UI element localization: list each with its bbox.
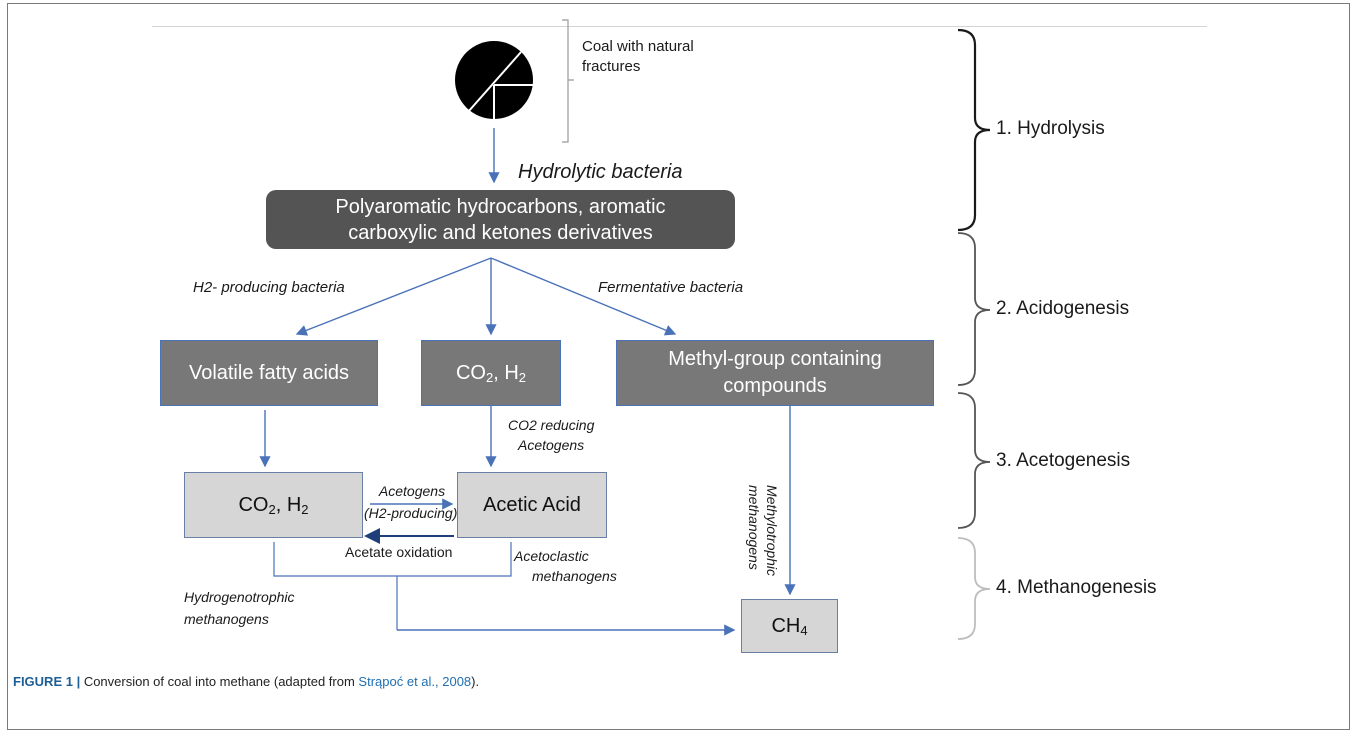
figure-caption: FIGURE 1 | Conversion of coal into metha… (13, 674, 479, 689)
poly-line2: carboxylic and ketones derivatives (348, 221, 653, 244)
coal-label-line1: Coal with natural (582, 38, 694, 55)
hydrolytic-bacteria-label: Hydrolytic bacteria (518, 161, 683, 183)
co2h2-top-main: CO (455, 361, 486, 384)
co2h2-top-sep: , H (493, 361, 519, 384)
ch4-sub: 4 (800, 622, 808, 638)
caption-end: ). (471, 674, 480, 689)
acetate-oxidation-label: Acetate oxidation (345, 544, 453, 560)
brace-methanogenesis (957, 537, 991, 640)
h2-producing-bacteria-label: H2- producing bacteria (193, 279, 345, 296)
acetogens-line1: Acetogens (378, 483, 446, 499)
poly-line1: Polyaromatic hydrocarbons, aromatic (335, 195, 666, 218)
arrow-poly-to-methyl (490, 257, 677, 336)
co2-reducing-line2: Acetogens (518, 437, 585, 453)
coal-bracket (562, 19, 574, 143)
volatile-fatty-acids-box: Volatile fatty acids (160, 340, 378, 406)
co2h2-bottom-sub: 2 (268, 501, 276, 517)
arrow-poly-to-vfa (295, 257, 492, 336)
hydrogenotrophic-line1: Hydrogenotrophic (184, 589, 295, 605)
methyl-line2: compounds (723, 375, 827, 397)
polyaromatic-box: Polyaromatic hydrocarbons, aromatic carb… (266, 190, 735, 249)
coal-label-line2: fractures (582, 58, 641, 75)
methyl-group-box: Methyl-group containing compounds (616, 340, 934, 406)
methylotrophic-line2: methanogens (746, 485, 762, 570)
stage-acidogenesis: 2. Acidogenesis (996, 298, 1130, 319)
bottom-connector (273, 542, 512, 577)
caption-text: Conversion of coal into methane (adapted… (80, 674, 359, 689)
stage-methanogenesis: 4. Methanogenesis (996, 577, 1157, 598)
acetogens-line2: (H2-producing) (364, 505, 458, 521)
acetoclastic-methanogens-label: Acetoclastic methanogens (514, 546, 617, 586)
fermentative-bacteria-label: Fermentative bacteria (598, 279, 744, 296)
co2-reducing-acetogens-label: CO2 reducing Acetogens (508, 415, 594, 455)
methylotrophic-line1: Methylotrophic (764, 485, 780, 577)
brace-acidogenesis (957, 232, 991, 386)
acetoclastic-line1: Acetoclastic (514, 548, 589, 564)
figure-frame (7, 3, 1350, 730)
acetoclastic-line2: methanogens (532, 568, 617, 584)
methyl-line1: Methyl-group containing (668, 348, 882, 370)
stage-hydrolysis: 1. Hydrolysis (996, 118, 1105, 139)
caption-figure-number: FIGURE 1 | (13, 674, 81, 689)
acetogens-label: Acetogens (H2-producing) (364, 480, 457, 524)
ch4-main: CH (771, 614, 801, 637)
co2h2-bottom-sub2: 2 (301, 501, 309, 517)
coal-icon (455, 41, 534, 119)
caption-reference-link[interactable]: Strąpoć et al., 2008 (358, 674, 472, 689)
co2h2-bottom-sep: , H (275, 493, 302, 516)
stage-acetogenesis: 3. Acetogenesis (996, 450, 1131, 471)
brace-acetogenesis (957, 392, 991, 529)
hydrogenotrophic-line2: methanogens (184, 611, 269, 627)
coal-label: Coal with natural fractures (582, 37, 694, 77)
co2h2-top-sub2: 2 (518, 369, 527, 385)
top-divider (152, 26, 1207, 27)
co2h2-bottom-main: CO (238, 493, 269, 516)
brace-hydrolysis (957, 28, 991, 232)
co2-reducing-line1: CO2 reducing (508, 417, 595, 433)
co2h2-top-sub: 2 (485, 369, 494, 385)
acetic-acid-box: Acetic Acid (457, 472, 607, 538)
hydrogenotrophic-methanogens-label: Hydrogenotrophic methanogens (184, 586, 295, 630)
methylotrophic-methanogens-label: Methylotrophic methanogens (745, 485, 781, 576)
